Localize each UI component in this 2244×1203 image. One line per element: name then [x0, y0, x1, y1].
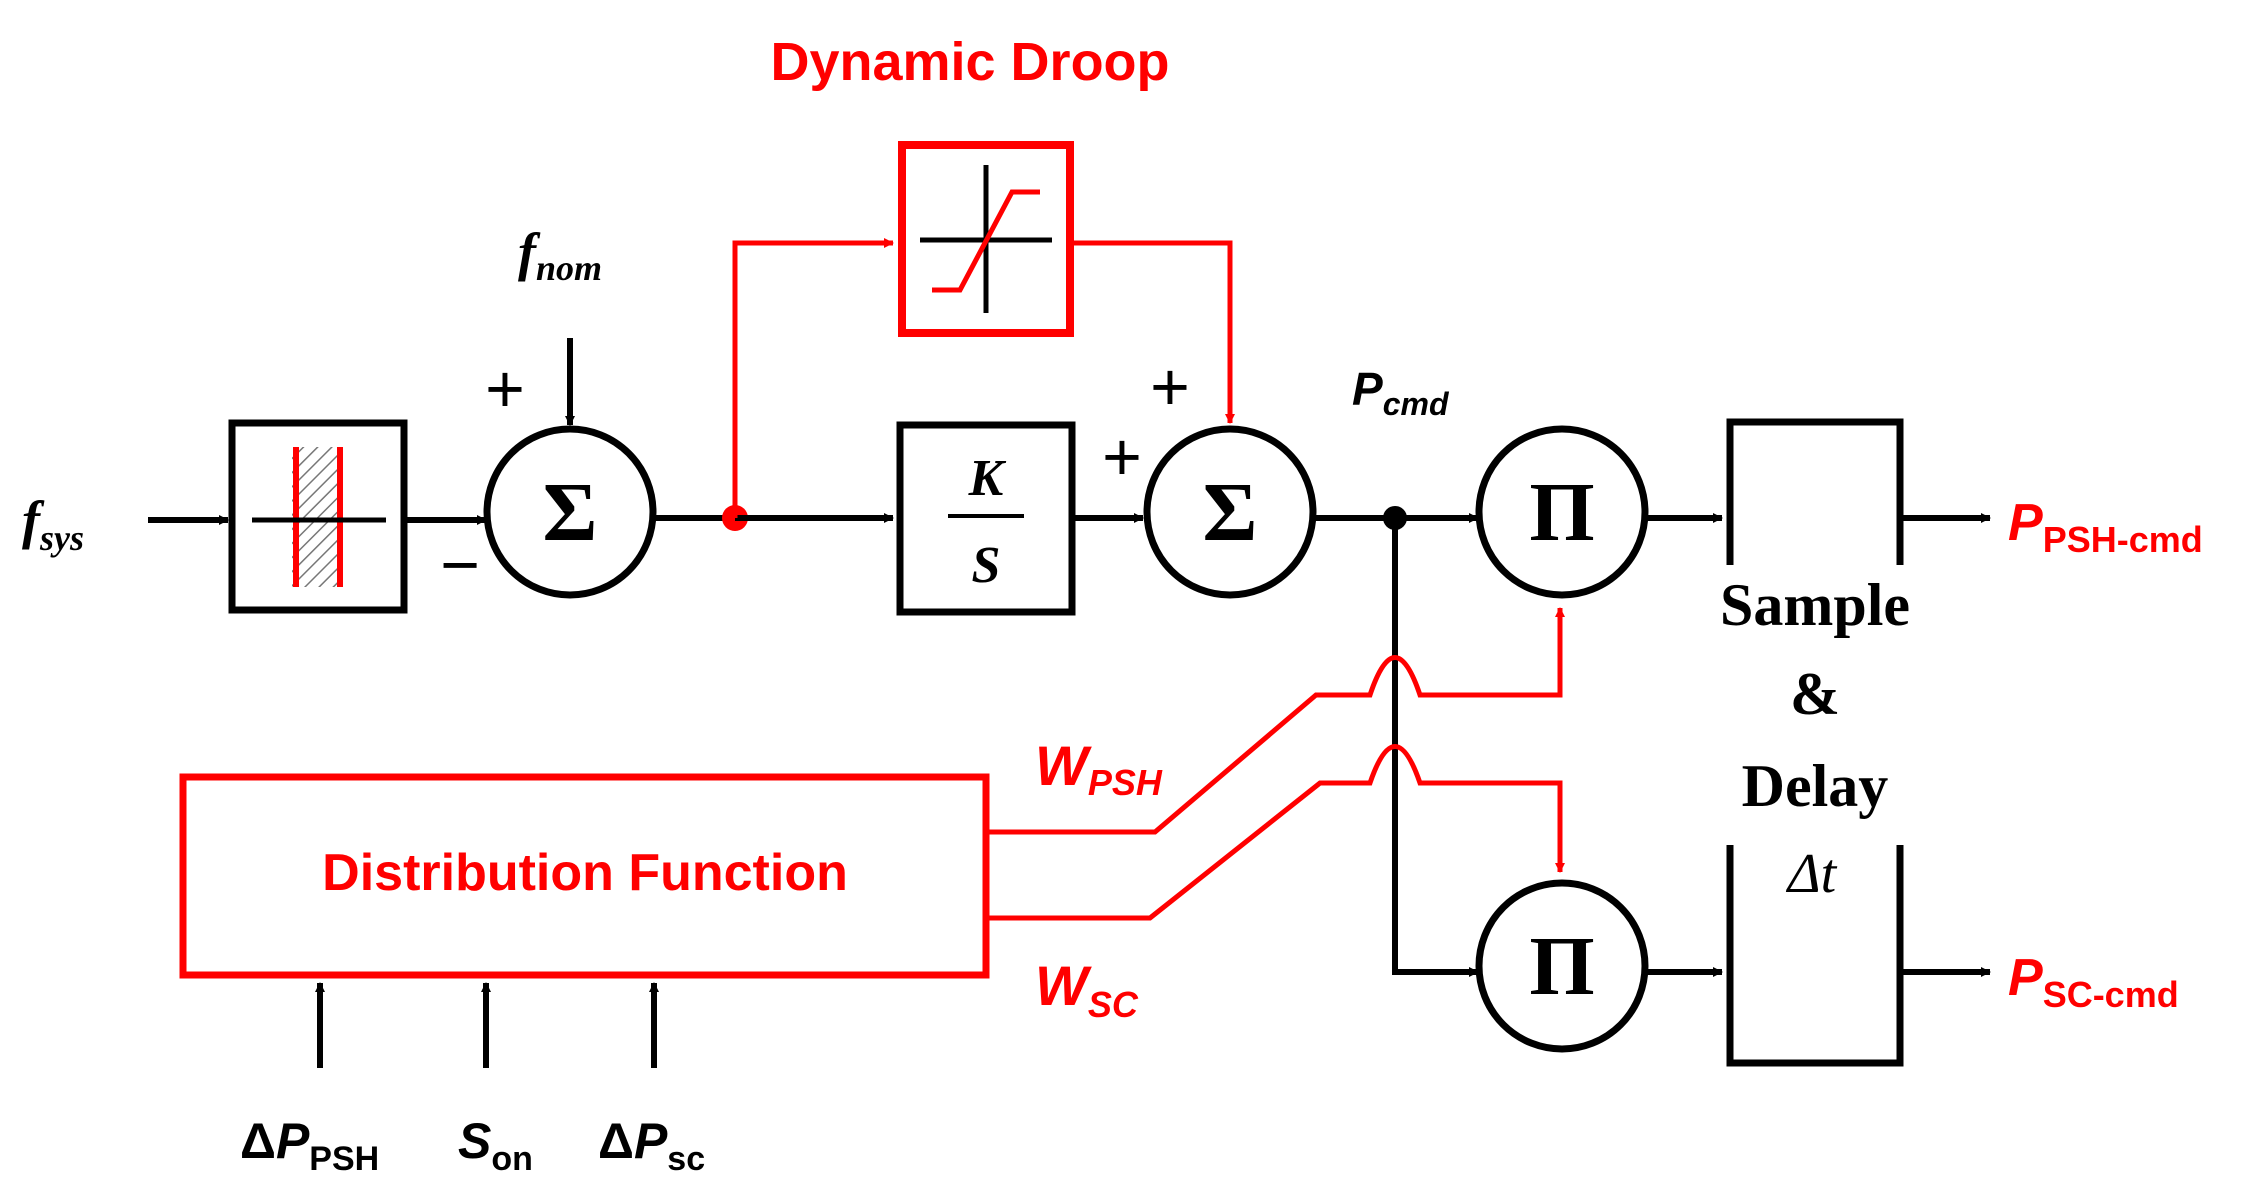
sum1-plus-sign: +: [485, 351, 525, 427]
input-delta-ppsh-label: ΔPPSH: [240, 1113, 379, 1178]
diagram-title: Dynamic Droop: [770, 32, 1169, 92]
arrow-node-to-product2: [1392, 518, 1479, 977]
integrator-numerator: K: [968, 450, 1007, 507]
sum2-symbol: Σ: [1203, 466, 1258, 559]
wsc-label: WSC: [1035, 954, 1139, 1025]
input-fsys-label: fsys: [22, 490, 84, 558]
input-fnom-label: fnom: [518, 222, 602, 288]
pcmd-label: Pcmd: [1352, 363, 1450, 422]
wire-wpsh: [986, 607, 1565, 835]
sum-junction-1: Σ: [483, 425, 657, 599]
product-junction-1: Π: [1475, 425, 1649, 599]
ampersand-label: &: [1790, 661, 1840, 727]
product-junction-2: Π: [1475, 879, 1649, 1053]
sum2-top-plus-sign: +: [1150, 349, 1190, 425]
product1-symbol: Π: [1529, 466, 1594, 559]
sum1-symbol: Σ: [543, 466, 598, 559]
distribution-function-block: Distribution Function: [179, 773, 990, 979]
product2-symbol: Π: [1529, 920, 1594, 1013]
output-sc-cmd-label: PSC-cmd: [2008, 949, 2179, 1015]
delta-t-label: Δt: [1786, 843, 1838, 905]
deadband-block: [228, 419, 408, 614]
wpsh-label: WPSH: [1035, 734, 1163, 803]
sample-delay-block: Sample & Delay Δt: [1720, 418, 1910, 1067]
integrator-block: K S: [896, 421, 1076, 616]
wire-wsc: [986, 744, 1565, 921]
wire-droop-up: [732, 238, 894, 518]
saturation-block: [898, 141, 1074, 337]
deadband-icon: [252, 447, 386, 587]
sample-label: Sample: [1720, 572, 1910, 638]
wire-droop-down: [1070, 240, 1235, 424]
input-son-label: Son: [458, 1113, 533, 1178]
delay-label: Delay: [1742, 753, 1889, 819]
output-psh-cmd-label: PPSH-cmd: [2008, 494, 2203, 560]
sum1-minus-sign: −: [440, 527, 480, 603]
saturation-icon: [920, 165, 1052, 313]
sum-junction-2: Σ: [1143, 425, 1317, 599]
distribution-function-label: Distribution Function: [322, 844, 848, 902]
input-delta-psc-label: ΔPsc: [598, 1113, 705, 1178]
integrator-denominator: S: [972, 537, 1001, 594]
sum2-left-plus-sign: +: [1102, 419, 1142, 495]
